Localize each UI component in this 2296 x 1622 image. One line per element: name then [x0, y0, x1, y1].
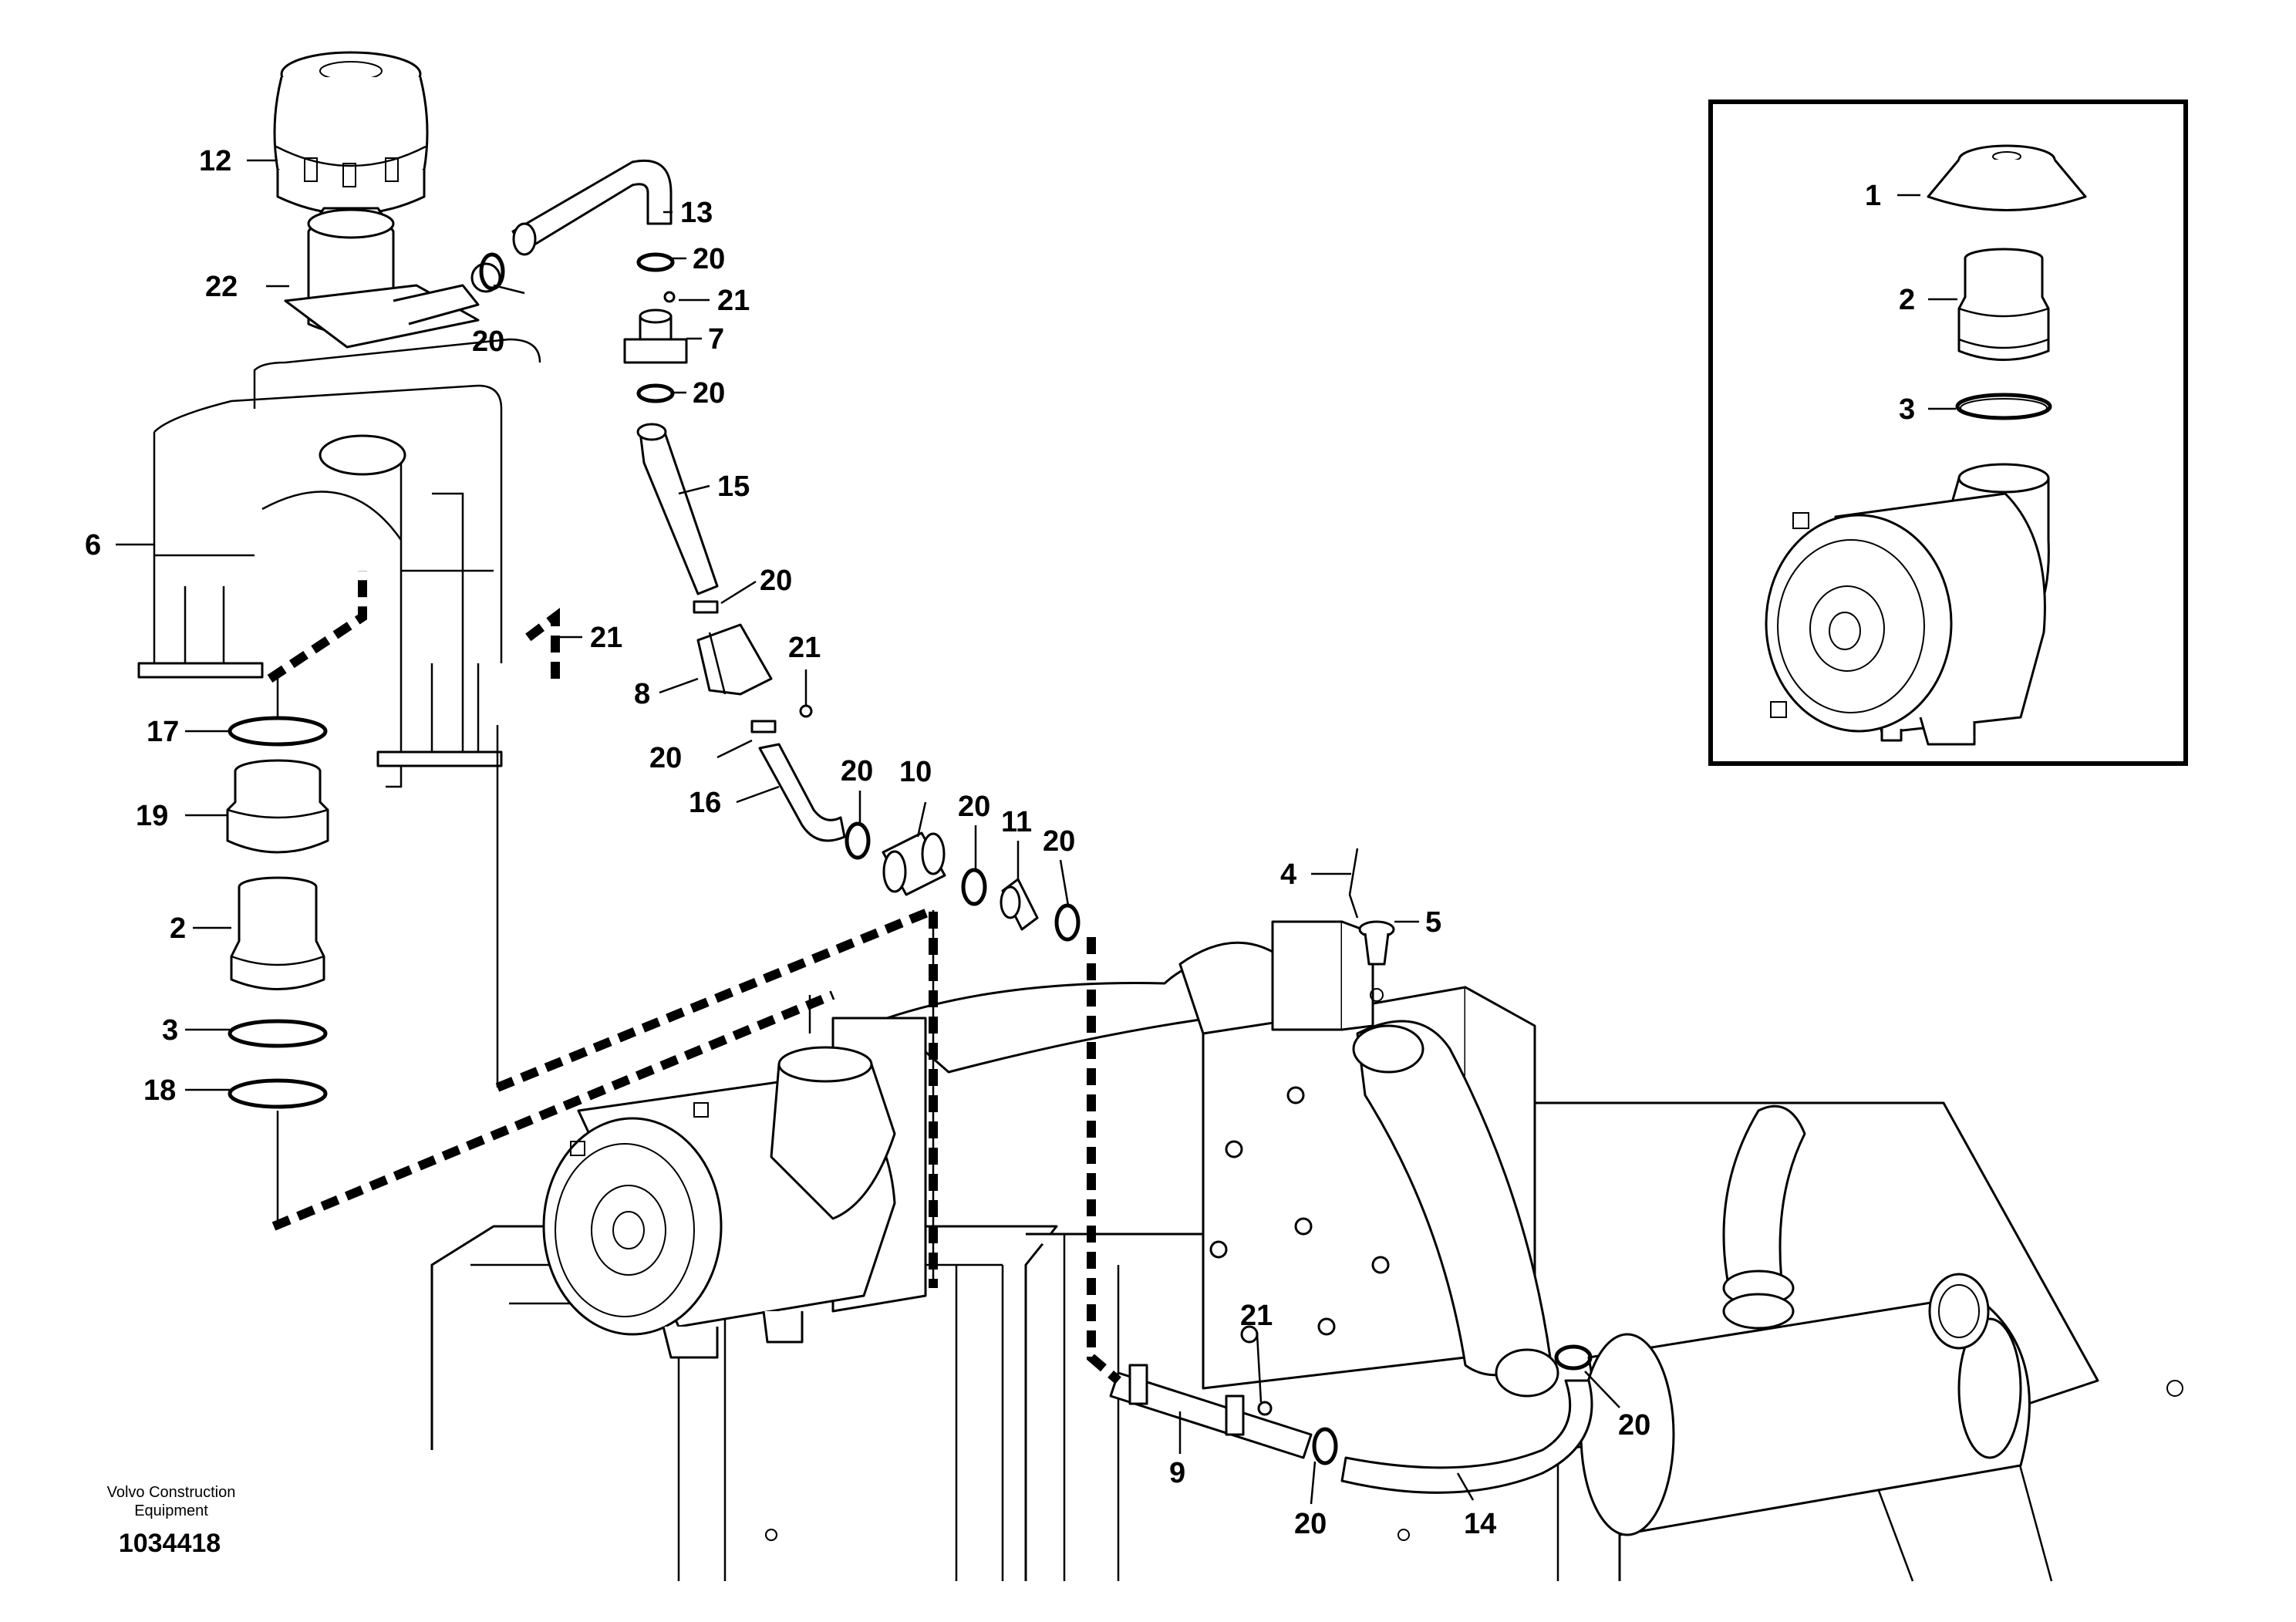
- callout-20j: 20: [1618, 1409, 1650, 1442]
- callout-7: 7: [708, 323, 724, 356]
- clamp-near-13: [636, 252, 675, 272]
- inset-adapter: [1957, 248, 2050, 361]
- clamp-near-7: [636, 383, 675, 403]
- callout-20g: 20: [958, 791, 990, 823]
- bracket-8: [696, 623, 813, 718]
- callout-15: 15: [717, 470, 750, 503]
- filter-body-and-plate: [284, 207, 501, 349]
- callout-22: 22: [205, 271, 238, 303]
- drawing-caption: Volvo Construction Equipment 1034418: [107, 1484, 236, 1558]
- clamp-18: [228, 1078, 328, 1109]
- assembly-lines: [267, 571, 1121, 1384]
- callout-21d: 21: [1240, 1300, 1273, 1332]
- callout-8: 8: [634, 678, 650, 710]
- fitting-11: [1000, 878, 1039, 931]
- adapter-19: [226, 759, 329, 854]
- hose-14: [1340, 1379, 1593, 1494]
- callout-11: 11: [1001, 806, 1032, 838]
- muffler: [1580, 1104, 2031, 1536]
- inset-clamp: [1955, 393, 2052, 420]
- caption-company-line2: Equipment: [134, 1502, 208, 1519]
- callout-20c: 20: [693, 377, 725, 410]
- clamp-3: [228, 1019, 328, 1048]
- callout-20f: 20: [841, 755, 873, 787]
- hose-4-and-sensor-5: [1348, 848, 1395, 966]
- clamp-near-10: [961, 868, 987, 906]
- sleeve-near-8: [750, 720, 777, 733]
- callout-10: 10: [899, 756, 932, 788]
- callout-18: 18: [143, 1074, 176, 1107]
- leader-lines: [116, 159, 1620, 1505]
- inset-callout-2: 2: [1899, 284, 1915, 316]
- callout-20i: 20: [1294, 1508, 1327, 1540]
- callout-17: 17: [147, 716, 179, 748]
- caption-company-line1: Volvo Construction: [107, 1484, 236, 1501]
- callout-5: 5: [1425, 906, 1441, 939]
- inset-callout-1: 1: [1865, 180, 1881, 212]
- inset-air-filter-housing: [1765, 463, 2050, 746]
- clamp-near-filter: [479, 252, 505, 291]
- callout-16: 16: [689, 787, 721, 819]
- clamp-near-14: [1554, 1344, 1593, 1371]
- precleaner-12: [273, 51, 429, 215]
- fitting-7: [623, 291, 688, 364]
- callout-20h: 20: [1043, 825, 1075, 858]
- hose-15: [636, 423, 719, 595]
- callout-labels: 12 13 22 20 20 21 7 20 15 6 20 21 21 8 1…: [85, 145, 1650, 1540]
- clamp-near-16: [845, 821, 871, 860]
- callout-14: 14: [1464, 1508, 1496, 1540]
- bracket-6: [137, 338, 541, 788]
- callout-4: 4: [1280, 858, 1296, 891]
- callout-21b: 21: [590, 622, 622, 654]
- callout-19: 19: [136, 800, 168, 832]
- hose-16: [758, 743, 846, 842]
- clamp-near-11: [1054, 903, 1081, 942]
- adapter-2: [230, 876, 325, 990]
- callout-21c: 21: [788, 632, 821, 664]
- clamp-17: [228, 716, 328, 747]
- sleeve-near-15: [693, 600, 719, 614]
- callout-9: 9: [1169, 1457, 1185, 1489]
- callout-20a: 20: [693, 243, 725, 275]
- valve-10: [882, 831, 946, 896]
- hose-13: [511, 159, 673, 256]
- air-filter-housing: [542, 1017, 927, 1359]
- callout-20d: 20: [760, 565, 792, 597]
- drawing-number: 1034418: [119, 1529, 221, 1558]
- callout-2a: 2: [170, 912, 186, 945]
- callout-20b: 20: [472, 325, 504, 358]
- callout-6: 6: [85, 529, 101, 561]
- inset-callout-3: 3: [1899, 393, 1915, 426]
- callout-12: 12: [199, 145, 231, 177]
- hose-9: [1109, 1364, 1313, 1459]
- clamp-near-9: [1312, 1427, 1338, 1465]
- callout-3a: 3: [162, 1014, 178, 1047]
- callout-20e: 20: [649, 742, 682, 774]
- inset-detail: 1 2 3: [1708, 99, 2188, 766]
- inset-precleaner-cap: [1927, 144, 2087, 211]
- callout-13: 13: [680, 197, 713, 229]
- intake-pipe: [885, 920, 1559, 1398]
- callout-21a: 21: [717, 285, 750, 317]
